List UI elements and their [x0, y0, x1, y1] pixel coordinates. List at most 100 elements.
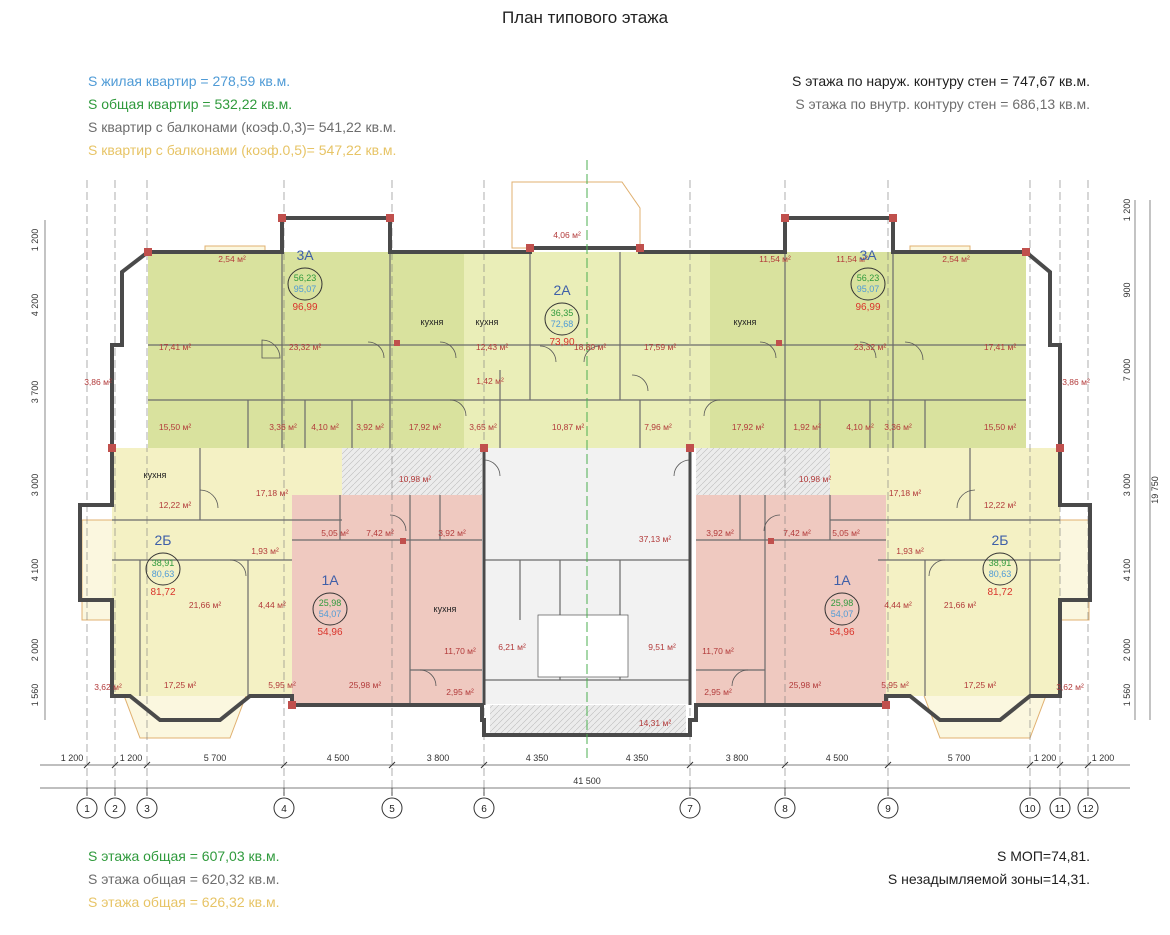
apartment-type: 1А [321, 572, 339, 588]
left-dim-label: 3 700 [30, 381, 40, 404]
room-area-label: 2,95 м² [446, 687, 474, 697]
axis-bubble [76, 797, 98, 819]
room-area-label: 9,51 м² [648, 642, 676, 652]
apartment-type: 3А [859, 247, 877, 263]
room-area-label: 18,80 м² [574, 342, 606, 352]
corridor-right-fill [696, 448, 830, 495]
apartment-circle [982, 552, 1018, 586]
axis-bubble-label: 7 [687, 804, 693, 815]
left-dim-label: 4 100 [30, 559, 40, 582]
room-area-label: 3,36 м² [269, 422, 297, 432]
axis-span-label: 1 200 [61, 753, 84, 763]
summary-bottom-left-line: S этажа общая = 620,32 кв.м. [88, 871, 280, 887]
apartment-total-area: 80,63 [989, 569, 1012, 579]
apartment-circle [145, 552, 181, 586]
room-area-label: 2,54 м² [942, 254, 970, 264]
room-area-label: 11,70 м² [444, 646, 476, 656]
right-dim-label: 1 200 [1122, 199, 1132, 222]
room-area-label: 11,54 м² [836, 254, 868, 264]
apartment-total-area: 54,07 [831, 609, 854, 619]
apartment-type: 3А [296, 247, 314, 263]
room-area-label: 4,44 м² [884, 600, 912, 610]
summary-bottom-left-line: S этажа общая = 626,32 кв.м. [88, 894, 280, 910]
room-area-label: 25,98 м² [789, 680, 821, 690]
apartment-total-area: 80,63 [152, 569, 175, 579]
room-area-label: 4,44 м² [258, 600, 286, 610]
room-area-label: 15,50 м² [159, 422, 191, 432]
room-area-label: 11,70 м² [702, 646, 734, 656]
room-area-label: 4,06 м² [553, 230, 581, 240]
room-area-label: 21,66 м² [189, 600, 221, 610]
apartment-circle [312, 592, 348, 626]
axis-bubble [273, 797, 295, 819]
room-area-label: 17,18 м² [256, 488, 288, 498]
room-area-label: 7,42 м² [366, 528, 394, 538]
apartment-balcony-area: 81,72 [150, 587, 175, 598]
room-area-label: 3,86 м² [84, 377, 112, 387]
axis-bubble-label: 1 [84, 804, 90, 815]
room-area-label: 17,41 м² [159, 342, 191, 352]
right-total-dim: 19 750 [1150, 476, 1160, 504]
apartment-living-area: 25,98 [319, 598, 342, 608]
axis-bubble-label: 10 [1024, 804, 1036, 815]
room-area-label: 12,22 м² [159, 500, 191, 510]
apartment-living-area: 56,23 [294, 273, 317, 283]
room-area-label: 21,66 м² [944, 600, 976, 610]
right-dim-label: 2 000 [1122, 639, 1132, 662]
room-area-label: 3,92 м² [706, 528, 734, 538]
apartment-balcony-area: 81,72 [987, 587, 1012, 598]
room-area-label: 12,43 м² [476, 342, 508, 352]
apartment-circle [824, 592, 860, 626]
apartment-circle [287, 267, 323, 301]
axis-bubble [473, 797, 495, 819]
summary-top-left-line: S жилая квартир = 278,59 кв.м. [88, 73, 291, 89]
room-area-label: 7,42 м² [783, 528, 811, 538]
apartment-type: 2Б [155, 532, 172, 548]
room-area-label: 3,65 м² [469, 422, 497, 432]
room-area-label: 3,92 м² [438, 528, 466, 538]
room-area-label: 15,50 м² [984, 422, 1016, 432]
apartment-living-area: 38,91 [989, 558, 1012, 568]
axis-bubble [104, 797, 126, 819]
apt-1a-right-fill [696, 495, 886, 705]
room-area-label: 4,10 м² [846, 422, 874, 432]
room-area-label: 1,93 м² [251, 546, 279, 556]
room-area-label: 10,98 м² [399, 474, 431, 484]
axis-span-label: 3 800 [726, 753, 749, 763]
axis-bubble-label: 9 [885, 804, 891, 815]
summary-top-right: S этажа по наруж. контуру стен = 747,67 … [792, 70, 1090, 116]
door-swings [199, 339, 976, 687]
axis-span-label: 5 700 [204, 753, 227, 763]
summary-top-right-line: S этажа по наруж. контуру стен = 747,67 … [792, 73, 1090, 89]
axis-bubble-label: 8 [782, 804, 788, 815]
apartment-total-area: 54,07 [319, 609, 342, 619]
apartment-balcony-area: 54,96 [317, 627, 342, 638]
axis-span-label: 1 200 [120, 753, 143, 763]
apt-3a-right-fill [710, 252, 1026, 448]
axis-bubble [679, 797, 701, 819]
apartment-total-area: 95,07 [294, 284, 317, 294]
apartment-circle [850, 267, 886, 301]
apartment-type: 2А [553, 282, 571, 298]
room-area-label: 11,54 м² [759, 254, 791, 264]
room-kitchen-label: кухня [144, 470, 167, 480]
axis-span-label: 5 700 [948, 753, 971, 763]
right-dim-label: 900 [1122, 282, 1132, 297]
apartment-type: 2Б [992, 532, 1009, 548]
smokefree-fill [490, 705, 686, 735]
apartment-type: 1А [833, 572, 851, 588]
corridor-left-fill [342, 448, 482, 495]
room-area-label: 17,59 м² [644, 342, 676, 352]
axis-bubble-label: 12 [1082, 804, 1094, 815]
summary-bottom-right: S МОП=74,81.S незадымляемой зоны=14,31. [888, 845, 1090, 891]
axis-bubble [1049, 797, 1071, 819]
apartment-total-area: 72,68 [551, 319, 574, 329]
room-area-label: 3,62 м² [94, 682, 122, 692]
room-area-label: 5,95 м² [268, 680, 296, 690]
room-area-label: 1,42 м² [476, 376, 504, 386]
apartment-balcony-area: 54,96 [829, 627, 854, 638]
room-area-label: 3,86 м² [1062, 377, 1090, 387]
room-kitchen-label: кухня [734, 317, 757, 327]
apartment-balcony-area: 96,99 [292, 302, 317, 313]
